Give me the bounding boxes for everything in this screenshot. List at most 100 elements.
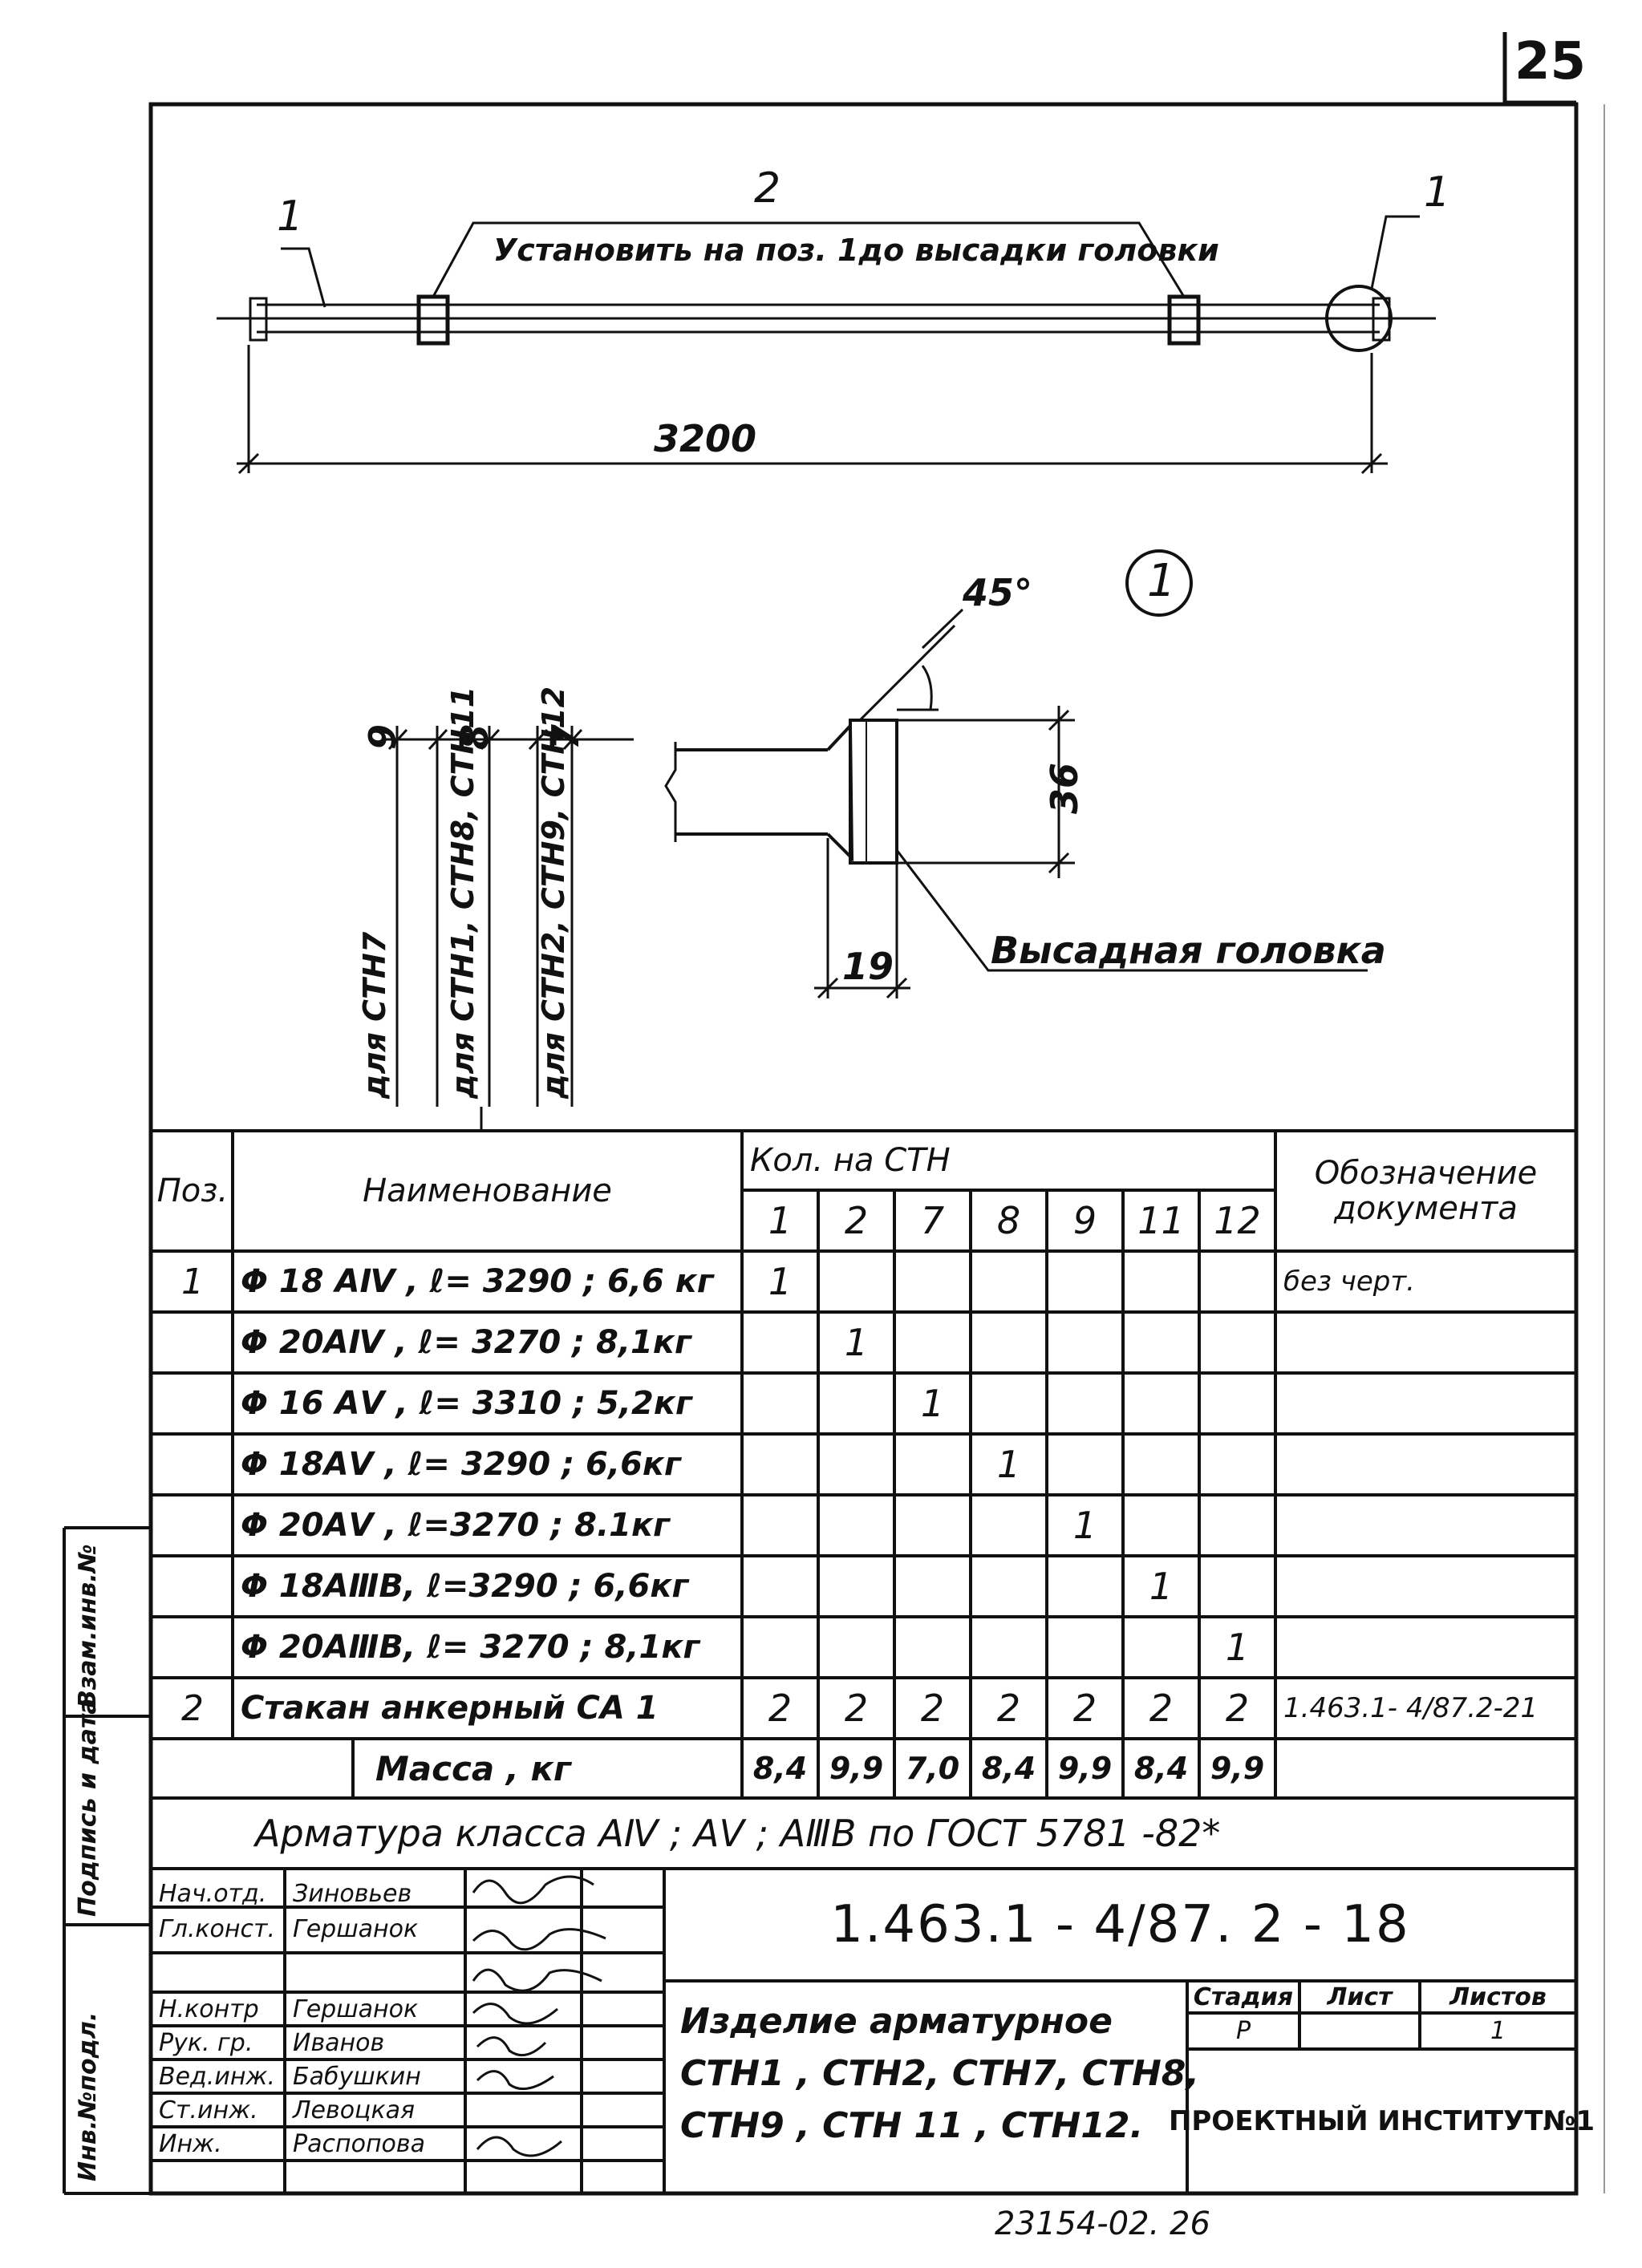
- sheet-value: [1299, 2013, 1420, 2049]
- row-quantity: 1: [1149, 1565, 1174, 1608]
- qty-column-header: 1: [768, 1199, 793, 1242]
- qty-column-header: 12: [1214, 1199, 1261, 1242]
- row-quantity: [818, 1373, 894, 1434]
- reinforcement-note: Арматура класса AⅣ ; AⅤ ; AⅢB по ГОСТ 57…: [255, 1812, 1221, 1855]
- mass-value: 8,4: [752, 1751, 808, 1786]
- row-quantity: [742, 1495, 818, 1556]
- qty-column-header: 8: [996, 1199, 1021, 1242]
- row-quantity: [818, 1251, 894, 1312]
- role-label: Вед.инж.: [159, 2062, 275, 2091]
- offset-for-a: для СТН7: [357, 931, 392, 1099]
- row-quantity: [742, 1556, 818, 1617]
- person-name: Зиновьев: [293, 1879, 412, 1908]
- sheets-header: Листов: [1449, 1982, 1547, 2011]
- row-quantity: [1047, 1312, 1123, 1373]
- row-quantity: [1047, 1434, 1123, 1495]
- qty-column-header: 7: [920, 1199, 945, 1242]
- row-quantity: [971, 1556, 1047, 1617]
- row-quantity: [818, 1556, 894, 1617]
- row-quantity: [1199, 1251, 1275, 1312]
- header-qty: Кол. на СТН: [750, 1142, 951, 1179]
- offset-for-c: для СТН2, СТН9, СТН12: [536, 686, 571, 1099]
- role-label: Рук. гр.: [159, 2028, 253, 2057]
- row-quantity: [1199, 1495, 1275, 1556]
- sheets-value: 1: [1490, 2017, 1506, 2045]
- row-quantity: [1123, 1434, 1199, 1495]
- install-note: Установить на поз. 1до высадки головки: [493, 233, 1219, 268]
- title-line-2: СТН1 , СТН2, СТН7, СТН8,: [680, 2052, 1200, 2094]
- stage-value: Р: [1235, 2017, 1251, 2045]
- row-position: 1: [181, 1261, 204, 1302]
- header-name: Наименование: [363, 1172, 612, 1209]
- header-doc: Обозначение документа: [1314, 1155, 1538, 1227]
- row-quantity: [818, 1617, 894, 1678]
- row-quantity: 2: [1225, 1687, 1250, 1730]
- person-name: Распопова: [293, 2129, 425, 2158]
- row-quantity: 1: [768, 1260, 793, 1303]
- role-label: Н.контр: [159, 1995, 259, 2023]
- row-quantity: [1199, 1556, 1275, 1617]
- row-quantity: [894, 1251, 971, 1312]
- row-document: [1277, 1373, 1576, 1434]
- mass-value: 9,9: [1057, 1751, 1113, 1786]
- drawing-designation: 1.463.1 - 4/87. 2 - 18: [830, 1895, 1410, 1954]
- person-name: Левоцкая: [293, 2096, 416, 2124]
- length-dimension: 3200: [654, 417, 757, 460]
- header-pos: Поз.: [156, 1172, 229, 1209]
- row-quantity: [894, 1495, 971, 1556]
- role-label: Нач.отд.: [159, 1879, 267, 1908]
- row-quantity: 2: [1149, 1687, 1174, 1730]
- row-quantity: [1199, 1373, 1275, 1434]
- mass-value: 7,0: [905, 1751, 960, 1786]
- row-quantity: [1199, 1312, 1275, 1373]
- row-name: Φ 20AⅣ , ℓ= 3270 ; 8,1кг: [241, 1324, 691, 1361]
- row-quantity: [1123, 1251, 1199, 1312]
- position-label-left: 1: [277, 192, 304, 241]
- row-quantity: [1123, 1495, 1199, 1556]
- row-quantity: 2: [996, 1687, 1021, 1730]
- row-quantity: [742, 1373, 818, 1434]
- row-quantity: 1: [996, 1443, 1021, 1486]
- row-quantity: 1: [1225, 1626, 1250, 1669]
- row-position: [152, 1617, 233, 1678]
- replacement-inventory-label: Взам.инв.№: [74, 1544, 102, 1708]
- qty-column-header: 9: [1072, 1199, 1097, 1242]
- angle-dimension: 45°: [963, 571, 1033, 614]
- qty-column-header: 11: [1137, 1199, 1185, 1242]
- mass-value: 8,4: [1133, 1751, 1189, 1786]
- row-quantity: 1: [1072, 1504, 1097, 1547]
- qty-column-header: 2: [844, 1199, 869, 1242]
- row-name: Φ 18 AⅣ , ℓ= 3290 ; 6,6 кг: [241, 1263, 714, 1300]
- head-length-dimension: 19: [842, 945, 894, 988]
- row-position: [152, 1312, 233, 1373]
- row-quantity: [894, 1556, 971, 1617]
- row-quantity: [742, 1312, 818, 1373]
- row-document: 1.463.1- 4/87.2-21: [1283, 1692, 1539, 1724]
- person-name: Гершанок: [293, 1914, 419, 1943]
- row-document: [1277, 1617, 1576, 1678]
- row-quantity: [1047, 1251, 1123, 1312]
- row-name: Φ 20AⅢB, ℓ= 3270 ; 8,1кг: [241, 1629, 700, 1666]
- row-quantity: [971, 1373, 1047, 1434]
- title-line-3: СТН9 , СТН 11 , СТН12.: [680, 2104, 1144, 2146]
- row-quantity: [1047, 1373, 1123, 1434]
- row-quantity: 2: [920, 1687, 945, 1730]
- row-quantity: [742, 1434, 818, 1495]
- row-name: Φ 18AⅢB, ℓ=3290 ; 6,6кг: [241, 1568, 689, 1605]
- row-position: [152, 1434, 233, 1495]
- role-label: Гл.конст.: [159, 1914, 276, 1943]
- row-quantity: [1123, 1617, 1199, 1678]
- row-quantity: [971, 1251, 1047, 1312]
- title-line-1: Изделие арматурное: [680, 2000, 1113, 2042]
- bottom-number: 23154-02. 26: [995, 2205, 1210, 2242]
- row-quantity: 2: [768, 1687, 793, 1730]
- row-quantity: 1: [844, 1321, 869, 1364]
- row-quantity: [1123, 1312, 1199, 1373]
- row-quantity: 2: [844, 1687, 869, 1730]
- row-quantity: [894, 1617, 971, 1678]
- row-quantity: 1: [920, 1382, 945, 1425]
- mass-value: 9,9: [829, 1751, 884, 1786]
- row-position: [152, 1556, 233, 1617]
